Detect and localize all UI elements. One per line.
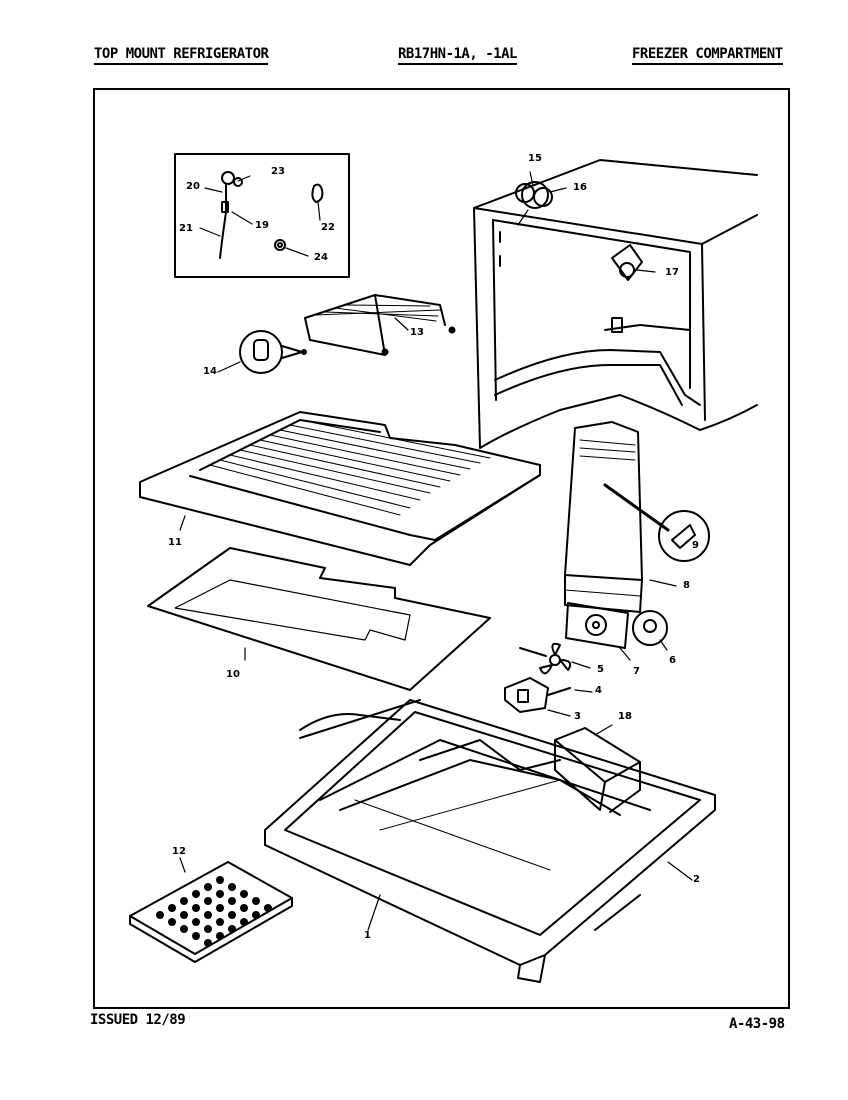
part-1-freezer-pan xyxy=(264,699,716,983)
part-10-liner-pad xyxy=(147,547,491,691)
part-2-gasket xyxy=(299,699,693,931)
callout-7: 7 xyxy=(633,666,640,677)
callout-5: 5 xyxy=(597,664,604,675)
model-number: RB17HN-1A, -1AL xyxy=(398,46,517,65)
diagram-frame xyxy=(93,88,790,1009)
callout-6: 6 xyxy=(669,655,676,666)
callout-20: 20 xyxy=(186,181,200,192)
callout-15: 15 xyxy=(528,153,542,164)
freezer-cabinet xyxy=(473,159,758,449)
part-6-grommet xyxy=(632,610,668,651)
callout-13: 13 xyxy=(410,327,424,338)
callout-11: 11 xyxy=(168,537,182,548)
callout-17: 17 xyxy=(665,267,679,278)
callout-19: 19 xyxy=(255,220,269,231)
callout-23: 23 xyxy=(271,166,285,177)
callout-22: 22 xyxy=(321,222,335,233)
callout-21: 21 xyxy=(179,223,193,234)
part-9-clip-detail xyxy=(658,510,710,562)
callout-1: 1 xyxy=(364,930,371,941)
diagram-title: TOP MOUNT REFRIGERATOR xyxy=(94,46,269,65)
part-13-wire-shelf xyxy=(304,294,456,356)
callout-12: 12 xyxy=(172,846,186,857)
callout-16: 16 xyxy=(573,182,587,193)
inset-thermostat-parts xyxy=(174,153,350,278)
callout-24: 24 xyxy=(314,252,328,263)
section-title: FREEZER COMPARTMENT xyxy=(632,46,783,65)
ice-tray-cells xyxy=(156,876,272,947)
callout-8: 8 xyxy=(683,580,690,591)
callout-4: 4 xyxy=(595,685,602,696)
callout-2: 2 xyxy=(693,874,700,885)
part-11-freezer-shelf xyxy=(139,411,541,566)
part-14-shelf-clip xyxy=(217,330,307,374)
part-8-evaporator-cover xyxy=(564,421,677,613)
diagram-code: A-43-98 xyxy=(729,1016,785,1032)
part-5-fan-blade xyxy=(519,642,591,675)
callout-10: 10 xyxy=(226,669,240,680)
issued-date: ISSUED 12/89 xyxy=(90,1012,186,1028)
callout-9: 9 xyxy=(692,540,699,551)
callout-3: 3 xyxy=(574,711,581,722)
part-12-ice-tray xyxy=(129,857,293,963)
callout-18: 18 xyxy=(618,711,632,722)
callout-14: 14 xyxy=(203,366,217,377)
part-3-fan-motor xyxy=(504,677,593,717)
part-7-fan-bracket xyxy=(565,602,631,661)
